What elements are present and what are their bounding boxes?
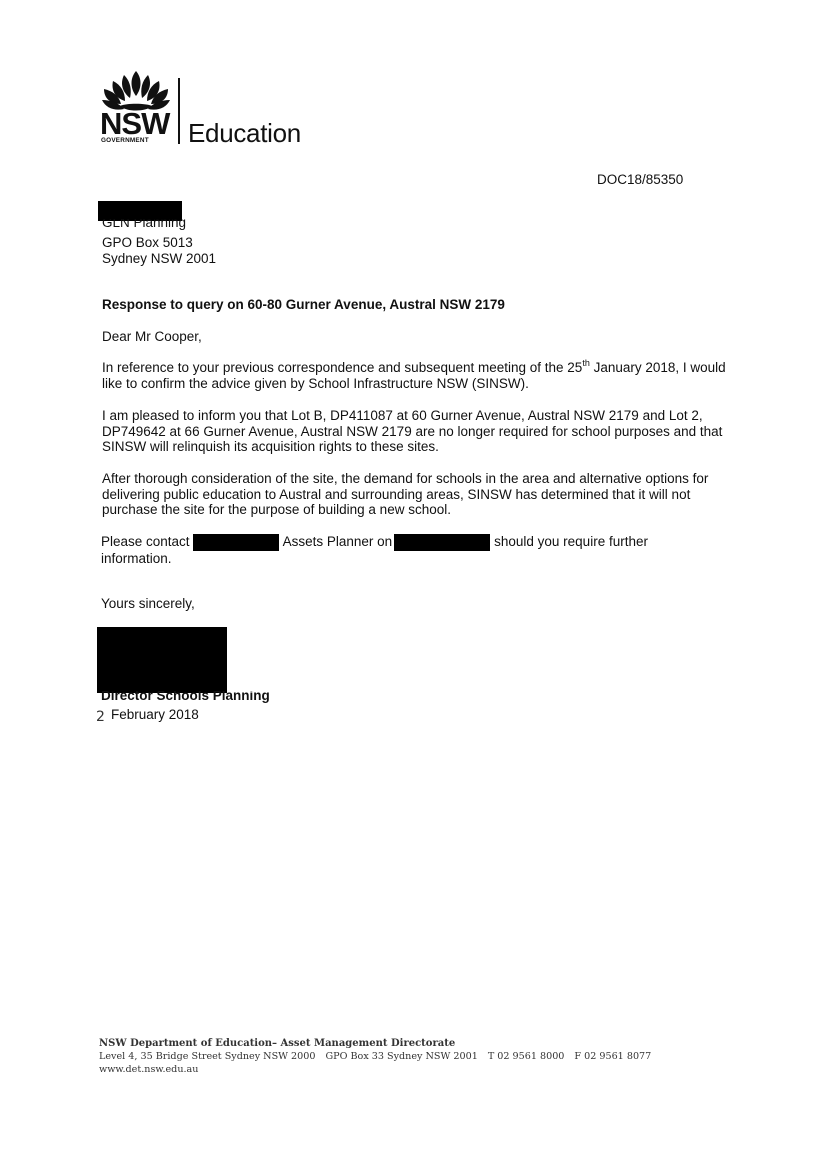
contact-text-1: Please contact [101,534,190,549]
salutation: Dear Mr Cooper, [102,329,202,344]
handwritten-date-day: 2 [96,709,105,725]
nsw-education-logo: NSW GOVERNMENT Education [100,70,315,150]
recipient-company: GLN Planning [102,219,187,230]
redacted-phone-number [394,534,491,551]
document-reference: DOC18/85350 [597,172,684,187]
recipient-line-2: GPO Box 5013 [102,235,193,250]
redacted-contact-name [192,534,279,551]
footer-street-address: Level 4, 35 Bridge Street Sydney NSW 200… [99,1051,316,1062]
signatory-title-text: Director Schools Planning [101,691,270,703]
body-paragraph-1: In reference to your previous correspond… [102,357,742,391]
footer-website: www.det.nsw.edu.au [99,1064,199,1075]
waratah-flower-icon [102,71,170,111]
footer-po-box: GPO Box 33 Sydney NSW 2001 [325,1051,478,1062]
paragraph-1-end: January 2018, I would like to confirm th… [102,360,726,391]
contact-text-2: Assets Planner on [282,534,393,549]
logo-education-text: Education [188,118,301,148]
footer-contact-line: Level 4, 35 Bridge Street Sydney NSW 200… [99,1050,651,1063]
letter-footer: NSW Department of Education– Asset Manag… [99,1037,651,1076]
footer-phone: T 02 9561 8000 [487,1051,565,1062]
closing: Yours sincerely, [101,596,195,611]
redacted-recipient-name [98,201,182,221]
footer-organisation: NSW Department of Education– Asset Manag… [99,1038,456,1049]
body-paragraph-3: After thorough consideration of the site… [102,471,709,517]
redacted-signature [97,627,227,693]
signatory-title: Director Schools Planning [101,691,270,707]
footer-fax: F 02 9561 8077 [574,1051,652,1062]
contact-text-4: information. [101,551,172,566]
logo-government-text: GOVERNMENT [101,137,149,144]
letter-date: February 2018 [111,707,199,722]
body-paragraph-2: I am pleased to inform you that Lot B, D… [102,408,723,454]
ordinal-suffix: th [582,357,590,368]
logo-divider [178,78,180,144]
logo-nsw-text: NSW [100,106,170,141]
recipient-line-1: GLN Planning [102,219,186,231]
contact-text-3: should you require further [494,534,648,549]
letter-subject: Response to query on 60-80 Gurner Avenue… [102,297,505,312]
paragraph-1-start: In reference to your previous correspond… [102,360,583,375]
contact-paragraph: Please contact Assets Planner on should yo… [101,534,741,567]
recipient-line-3: Sydney NSW 2001 [102,251,217,266]
